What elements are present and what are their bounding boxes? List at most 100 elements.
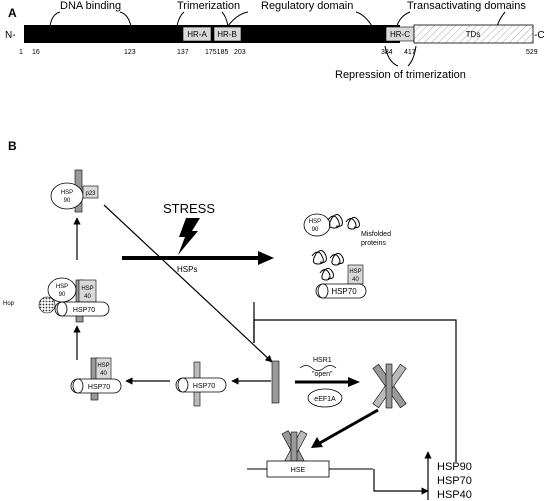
hsp90-label-2a: HSP [56,284,68,290]
hsp70-cylinder-3-end [72,378,84,394]
trimer-bar-3 [385,363,393,409]
hop-label: Hop [3,301,15,307]
dna-binding-bracket [49,11,132,27]
hsp40-label-2a: HSP [81,286,93,292]
trimerization-title: Trimerization [177,0,240,12]
pos-529: 529 [526,49,538,56]
p23-box [82,185,99,199]
hsp70-label-4: HSP70 [193,383,215,390]
residue-positions: 1 16 123 137 175185 203 384 417 529 [19,49,538,56]
hsp70-label-2: HSP70 [73,307,95,314]
hsp40-label-mf-b: 40 [352,277,359,283]
panel-b-label: B [8,139,17,153]
hsp-genes: HSP90 HSP70 HSP40 [437,461,472,501]
p23-label: p23 [85,191,96,197]
pos-1: 1 [19,49,23,56]
hsp90-label-1b: 90 [64,198,71,204]
hr-a-label: HR-A [187,30,207,39]
hr-c-label: HR-C [390,30,410,39]
panel-a-label: A [8,6,17,20]
transactivating-bracket [396,11,506,27]
hsp70-label-mf: HSP70 [331,287,357,296]
hsp90-hsp70-hop-complex: Hop HSP 90 HSP 40 HSP70 [3,277,110,323]
hse-promoter: HSE [247,430,432,500]
trimer-to-hse-arrow [317,408,379,446]
hsp40-label-3a: HSP [97,363,109,369]
repression-bracket [384,45,417,67]
hsp70-cylinder-4-end [177,377,189,393]
stress-label: STRESS [163,201,215,216]
regulatory-bracket [227,11,373,27]
transactivating-domains-title: Transactivating domains [407,0,526,12]
hsp70-hsf1-complex: HSP70 [175,361,227,407]
hsf1-domain-bar: HR-A HR-B HR-C TDs [24,24,534,44]
pos-137: 137 [177,49,189,56]
hsp90-p23-complex: HSP 90 p23 [50,169,99,213]
hsr1-rna-squiggle [299,365,337,371]
eef1a-ellipse [307,388,343,408]
pos-417: 417 [404,49,416,56]
hop-dotted-circle [38,296,56,314]
hsp40-hsp70-complex: HSP 40 HSP70 [70,357,122,401]
hsp90-ellipse-mf [303,213,331,237]
c-terminus-label: -C [534,30,545,41]
diagonal-arrow [103,204,273,363]
pos-203: 203 [234,49,246,56]
trimer-to-hse-arrow-head [311,437,323,448]
pos-175-185: 175185 [205,49,228,56]
hse-label: HSE [291,467,306,474]
hsp70-cylinder-2-end [56,301,68,317]
trimerization-arrow-head [348,377,360,387]
misfolded-squiggle-4 [329,252,344,266]
hsp70-cylinder-4 [175,377,227,393]
eef1a-label: eEF1A [314,396,336,403]
gene-hsp40: HSP40 [437,489,472,501]
hsp70-cylinder-mf-end [317,283,329,299]
hsr1-label: HSR1 [313,357,332,364]
domain-brackets [49,11,506,27]
misfolded-squiggle-1 [327,214,343,229]
misfolded-label-2: proteins [361,240,386,247]
hsps-arrow-head [258,251,274,265]
hr-a-box [182,26,212,42]
domain-titles: DNA binding Trimerization Regulatory dom… [60,0,526,12]
black-region [24,25,400,43]
misfolded-squiggle-2 [345,216,360,230]
regulatory-domain-title: Regulatory domain [261,0,353,12]
feedback-line [253,319,457,462]
hsp90-label-1a: HSP [61,190,73,196]
misfolded-squiggle-3 [311,250,327,265]
hsp90-label-mf-b: 90 [312,227,319,233]
hsp70-cylinder-3 [70,378,122,394]
trimerization-bracket [176,11,229,27]
lightning-bolt [178,218,200,255]
transcription-arrow [373,469,429,495]
free-hsf1-monomer [271,360,280,404]
hsp40-label-3b: 40 [100,371,107,377]
hsp90-ellipse-1 [50,182,84,210]
misfolded-cluster: HSP 90 Misfolded proteins HSP 40 HSP70 [303,213,391,299]
gene-hsp70: HSP70 [437,475,472,487]
hsps-label: HSPs [177,265,197,274]
hsp90-label-mf-a: HSP [309,219,321,225]
hsp70-cylinder-2 [54,301,110,317]
hsp90-ellipse-2 [47,277,77,303]
misfolded-label-1: Misfolded [361,231,391,238]
hsp40-label-2b: 40 [84,294,91,300]
hsp70-label-3: HSP70 [88,384,110,391]
hsp90-label-2b: 90 [59,292,66,298]
hsf1-trimer [372,363,407,409]
tds-label: TDs [466,30,481,39]
tds-box [413,24,534,44]
hse-box [266,460,330,478]
pos-123: 123 [124,49,136,56]
hsp40-label-mf-a: HSP [349,269,361,275]
hr-b-box [213,26,242,42]
misfolded-squiggle-5 [319,267,334,281]
repression-label: Repression of trimerization [335,69,466,81]
pos-16: 16 [32,49,40,56]
open-label: "open" [312,371,333,378]
dna-binding-title: DNA binding [60,0,121,12]
gene-hsp90: HSP90 [437,461,472,473]
